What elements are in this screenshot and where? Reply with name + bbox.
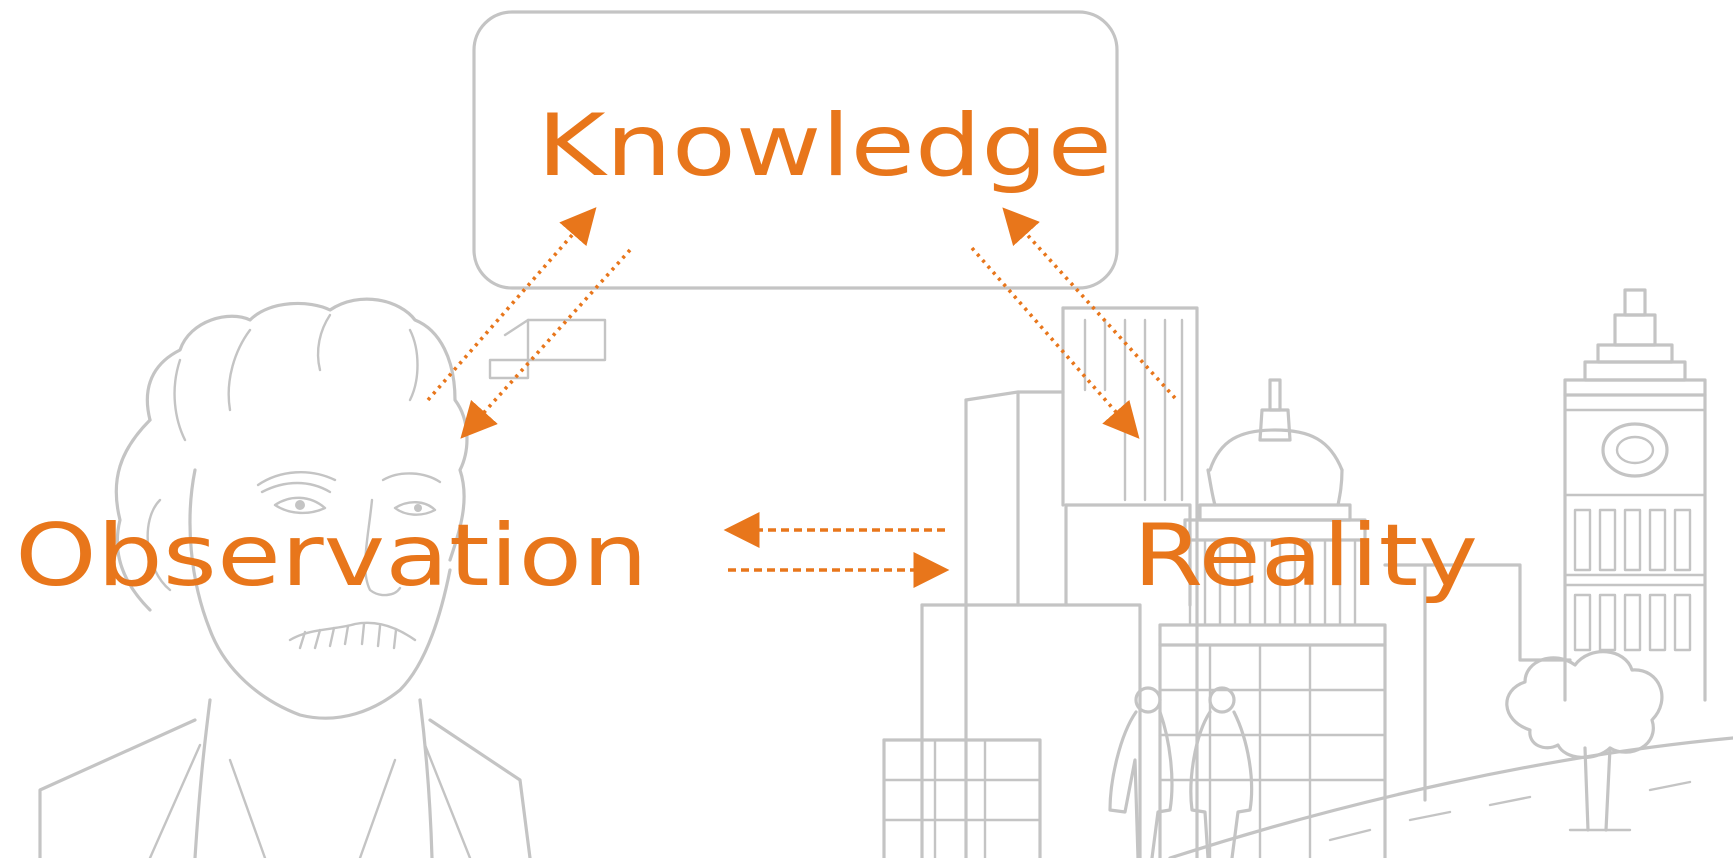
portrait-sketch [38, 297, 607, 858]
arrow-observation-to-knowledge [426, 207, 597, 402]
knowledge-label: Knowledge [537, 96, 1112, 196]
observation-label: Observation [15, 506, 648, 606]
city-skyline-sketch [882, 288, 1733, 858]
arrow-reality-to-knowledge [1002, 207, 1177, 400]
reality-label: Reality [1133, 506, 1478, 606]
knowledge-box [472, 10, 1119, 290]
arrows [426, 207, 1177, 588]
